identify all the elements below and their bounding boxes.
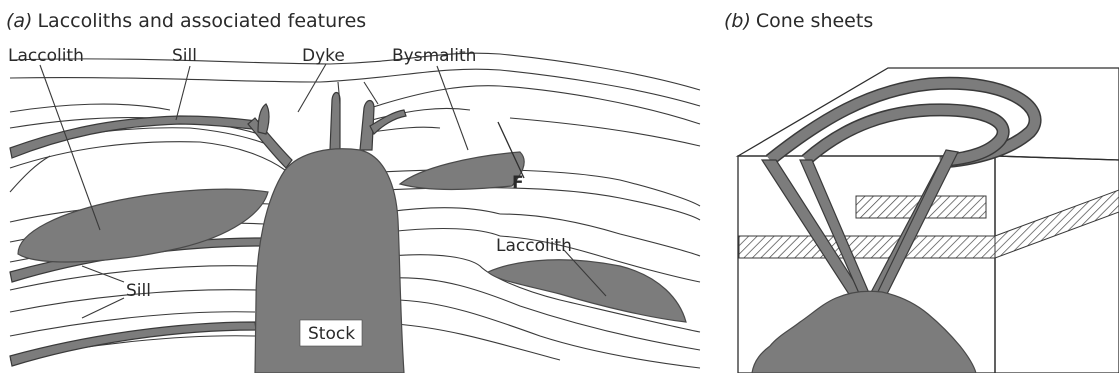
panel-a-tag: (a) (6, 10, 32, 32)
dyke-left (258, 104, 269, 134)
label-stock: Stock (308, 324, 355, 344)
panel-b: (b)Cone sheets (724, 10, 1119, 373)
label-laccolith-top: Laccolith (8, 46, 84, 66)
panel-b-title: (b)Cone sheets (724, 10, 873, 32)
laccolith-right (488, 260, 686, 322)
label-fault: F (512, 173, 524, 193)
panel-a-title-text: Laccoliths and associated features (37, 10, 366, 32)
label-sill-top: Sill (172, 46, 197, 66)
panel-a-title: (a)Laccoliths and associated features (6, 10, 366, 32)
label-laccolith-right: Laccolith (496, 236, 572, 256)
label-sill-bottom: Sill (126, 281, 151, 301)
cone-sheet-right (874, 150, 958, 300)
central-intrusion (752, 291, 976, 373)
block-side-face (995, 156, 1119, 373)
laccolith-left (18, 189, 268, 262)
label-bysmalith: Bysmalith (392, 46, 476, 66)
sill-lower-2 (10, 322, 256, 366)
dyke-center (330, 93, 340, 151)
panel-b-title-text: Cone sheets (756, 10, 873, 32)
label-dyke: Dyke (302, 46, 345, 66)
panel-a: (a)Laccoliths and associated features (6, 10, 700, 373)
hatched-layer-lower (739, 236, 995, 258)
hatched-layer-side (995, 190, 1119, 258)
panel-b-tag: (b) (724, 10, 751, 32)
